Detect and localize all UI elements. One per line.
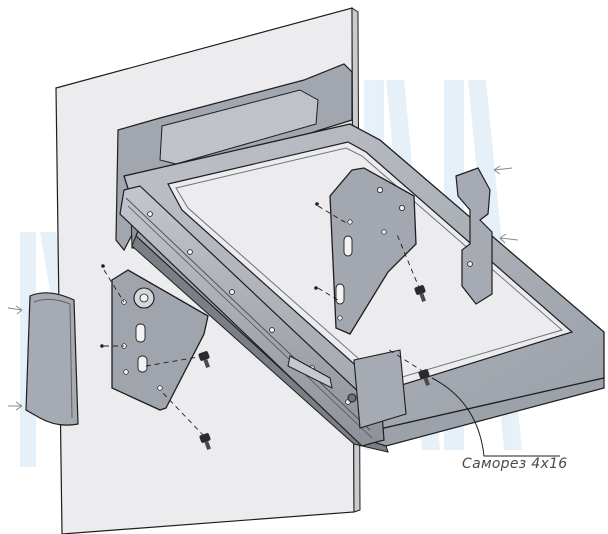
- guide-lines: [103, 205, 425, 437]
- drill-points: [100, 202, 319, 348]
- hook-bracket: [455, 167, 493, 305]
- slide-rail: [119, 185, 407, 447]
- callout-leader: [431, 377, 560, 457]
- screw-icon: [198, 285, 430, 450]
- rear-bracket: [329, 167, 417, 335]
- edge-plate: [25, 292, 79, 426]
- front-bracket: [111, 269, 209, 411]
- screw-callout-label: Саморез 4х16: [462, 456, 568, 472]
- arrow-icon: [7, 165, 519, 411]
